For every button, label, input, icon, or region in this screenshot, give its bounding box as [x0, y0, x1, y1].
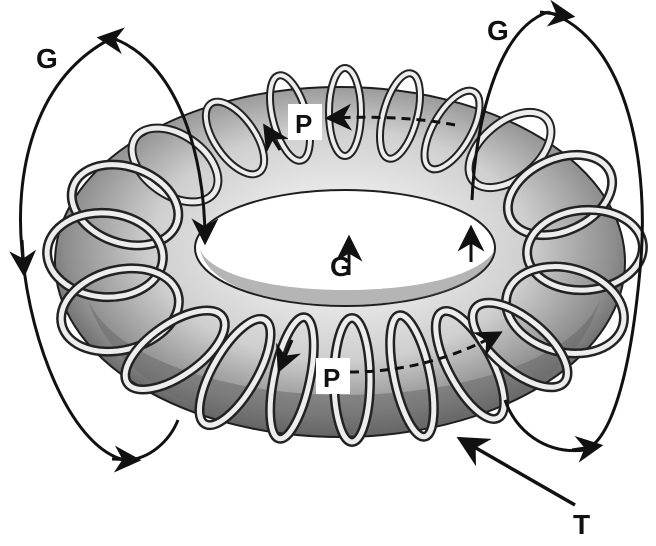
- label-p-top: P: [295, 109, 312, 139]
- current-path-top: [324, 103, 456, 131]
- field-lines: [9, 0, 644, 507]
- label-t: T: [573, 509, 590, 540]
- arrow-top-inner: [263, 123, 289, 154]
- arrow-right-top: [539, 0, 576, 27]
- coil: [505, 152, 615, 238]
- current-path-bottom: [349, 331, 503, 374]
- label-g-center: G: [330, 251, 352, 282]
- field-loop-left-inner: [111, 36, 219, 246]
- field-loop-right-bottom: [503, 399, 586, 453]
- arrow-left-side: [9, 239, 37, 278]
- t-pointer: [456, 436, 576, 507]
- label-p-bottom-box: [316, 358, 350, 394]
- coil: [69, 162, 181, 248]
- torus-inner-wall: [200, 250, 495, 305]
- coil: [44, 210, 166, 300]
- arrow-bottom-inner: [276, 339, 301, 373]
- coil: [203, 99, 267, 177]
- arrow-right-bottom: [571, 435, 604, 463]
- labels: G G G P P T: [36, 15, 590, 540]
- field-loop-right: [547, 10, 644, 452]
- coil: [196, 316, 274, 428]
- label-g-right: G: [487, 15, 509, 46]
- label-p-top-box: [288, 104, 322, 140]
- coil: [387, 312, 437, 440]
- coil-front: [120, 297, 573, 447]
- arrow-left-top: [96, 27, 126, 55]
- coil: [122, 307, 228, 393]
- coil: [470, 300, 570, 390]
- field-loop-right-inner: [470, 10, 549, 201]
- coil: [58, 265, 182, 355]
- coil: [267, 314, 317, 442]
- arrow-left-bottom: [111, 445, 142, 473]
- label-p-bottom: P: [323, 363, 340, 393]
- field-loop-left-bottom: [124, 419, 180, 462]
- label-g-left: G: [36, 43, 58, 74]
- coil: [378, 71, 422, 161]
